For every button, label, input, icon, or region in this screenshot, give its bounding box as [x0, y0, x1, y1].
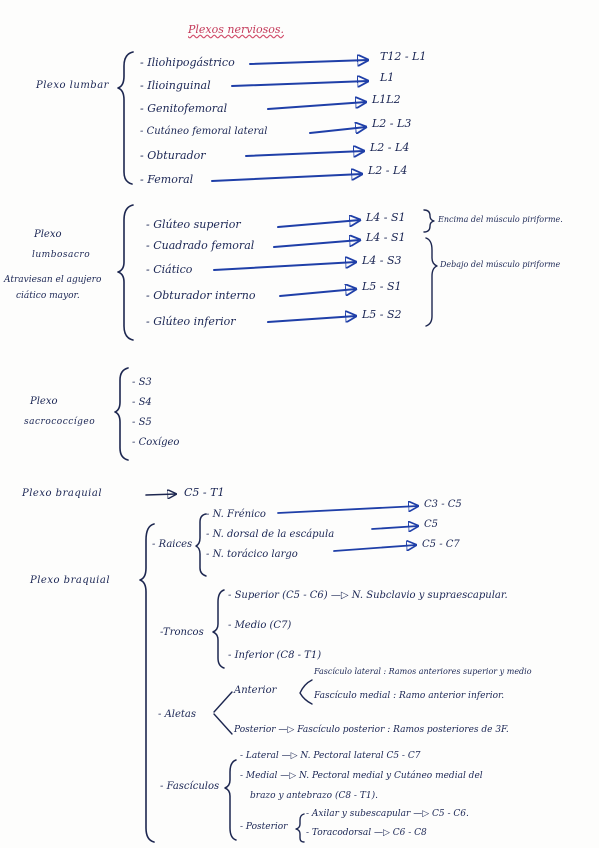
- ls-roots-2: L4 - S1: [366, 231, 406, 244]
- ls-roots-1: L4 - S1: [366, 211, 406, 224]
- raices-brace: [195, 513, 207, 577]
- braquial-label: Plexo braquial: [30, 575, 111, 586]
- lumbar-label: Plexo lumbar: [36, 80, 109, 91]
- lumbosacro-label-2: lumbosacro: [32, 250, 91, 260]
- braquial-summary-roots: C5 - T1: [184, 486, 225, 499]
- fasciculo-medial: Fascículo medial : Ramo anterior inferio…: [314, 691, 505, 701]
- braquial-brace: [139, 523, 155, 843]
- raices-roots-2: C5: [424, 519, 439, 530]
- lumbar-roots-4: L2 - L3: [372, 117, 412, 130]
- sacro-brace: [114, 367, 129, 461]
- raices-roots-1: C3 - C5: [424, 499, 462, 510]
- troncos-label: -Troncos: [160, 627, 204, 638]
- above-piriforme-note: Encima del músculo piriforme.: [438, 215, 563, 224]
- fasciculos-brace: [224, 759, 237, 841]
- sacro-item-2: - S4: [132, 397, 152, 408]
- posterior-axilar: - Axilar y subescapular —▷ C5 - C6.: [306, 809, 469, 819]
- raices-roots-3: C5 - C7: [422, 539, 460, 550]
- ls-nerve-1: - Glúteo superior: [146, 218, 241, 231]
- lumbosacro-brace: [117, 204, 134, 341]
- raices-nerve-3: - N. torácico largo: [206, 549, 298, 560]
- lumbosacro-note-1: Atraviesan el agujero: [4, 275, 102, 285]
- ls-nerve-4: - Obturador interno: [146, 289, 256, 302]
- sacro-item-3: - S5: [132, 417, 152, 428]
- ls-roots-3: L4 - S3: [362, 254, 402, 267]
- lumbar-nerve-6: - Femoral: [140, 173, 194, 186]
- troncos-brace: [212, 589, 225, 669]
- arrow-lumbar-1: [249, 60, 368, 64]
- braquial-summary-label: Plexo braquial: [22, 488, 103, 499]
- arrow-raices-2: [371, 526, 418, 529]
- sacro-item-1: - S3: [132, 377, 152, 388]
- arrow-lumbar-4: [309, 127, 366, 133]
- above-brace: [423, 209, 435, 233]
- ls-roots-4: L5 - S1: [362, 280, 402, 293]
- arrow-ls-3: [213, 262, 356, 271]
- aletas-label: - Aletas: [158, 709, 197, 720]
- lumbar-nerve-3: - Genitofemoral: [140, 102, 228, 115]
- ls-roots-5: L5 - S2: [362, 308, 402, 321]
- anterior-brace: [299, 679, 313, 705]
- troncos-inferior: - Inferior (C8 - T1): [228, 650, 322, 661]
- lumbar-brace: [117, 51, 134, 185]
- fasciculos-label: - Fascículos: [160, 781, 220, 792]
- fasciculos-medial-2: brazo y antebrazo (C8 - T1).: [250, 791, 378, 801]
- sacro-label-1: Plexo: [30, 396, 58, 407]
- aletas-anterior: Anterior: [234, 685, 277, 696]
- arrow-lumbar-3: [267, 102, 366, 110]
- raices-nerve-1: - N. Frénico: [206, 509, 266, 520]
- fasciculos-posterior: - Posterior: [240, 822, 288, 832]
- fasciculos-lateral: - Lateral —▷ N. Pectoral lateral C5 - C7: [240, 751, 421, 761]
- lumbar-roots-5: L2 - L4: [370, 141, 410, 154]
- lumbar-roots-2: L1: [380, 71, 395, 84]
- aletas-posterior: Posterior —▷ Fascículo posterior : Ramos…: [234, 725, 509, 735]
- ls-nerve-5: - Glúteo inferior: [146, 315, 236, 328]
- ls-nerve-3: - Ciático: [146, 263, 193, 276]
- arrow-raices-3: [333, 545, 416, 552]
- arrow-ls-2: [273, 240, 360, 248]
- lumbosacro-note-2: ciático mayor.: [16, 291, 80, 301]
- troncos-medio: - Medio (C7): [228, 620, 292, 631]
- below-brace: [425, 237, 438, 327]
- aletas-split: [213, 691, 233, 735]
- raices-label: - Raices: [152, 539, 193, 550]
- lumbar-nerve-5: - Obturador: [140, 149, 206, 162]
- lumbar-roots-3: L1L2: [372, 93, 401, 106]
- lumbar-nerve-2: - Ilioinguinal: [140, 79, 211, 92]
- arrow-lumbar-2: [231, 81, 368, 86]
- lumbosacro-label-1: Plexo: [34, 229, 62, 240]
- posterior-sub-brace: [295, 813, 305, 843]
- lumbar-roots-6: L2 - L4: [368, 164, 408, 177]
- arrow-raices-1: [277, 506, 418, 514]
- fasciculos-medial-1: - Medial —▷ N. Pectoral medial y Cutáneo…: [240, 771, 483, 781]
- arrow-braquial-summary: [145, 494, 176, 495]
- below-piriforme-note: Debajo del músculo piriforme: [440, 260, 561, 269]
- page-title: Plexos nerviosos.: [188, 23, 285, 36]
- sacro-label-2: sacrococcígeo: [24, 417, 96, 427]
- posterior-toracodorsal: - Toracodorsal —▷ C6 - C8: [306, 828, 427, 838]
- arrow-lumbar-6: [211, 174, 362, 182]
- arrow-lumbar-5: [245, 151, 364, 156]
- troncos-superior: - Superior (C5 - C6) —▷ N. Subclavio y s…: [228, 590, 508, 601]
- arrow-ls-1: [277, 220, 360, 228]
- lumbar-nerve-1: - Iliohipogástrico: [140, 56, 235, 69]
- lumbar-nerve-4: - Cutáneo femoral lateral: [140, 126, 268, 137]
- arrow-ls-4: [279, 289, 356, 297]
- ls-nerve-2: - Cuadrado femoral: [146, 239, 255, 252]
- sacro-item-4: - Coxígeo: [132, 437, 180, 448]
- arrow-ls-5: [267, 316, 356, 323]
- lumbar-roots-1: T12 - L1: [380, 50, 427, 63]
- raices-nerve-2: - N. dorsal de la escápula: [206, 529, 335, 540]
- fasciculo-lateral: Fascículo lateral : Ramos anteriores sup…: [314, 667, 532, 676]
